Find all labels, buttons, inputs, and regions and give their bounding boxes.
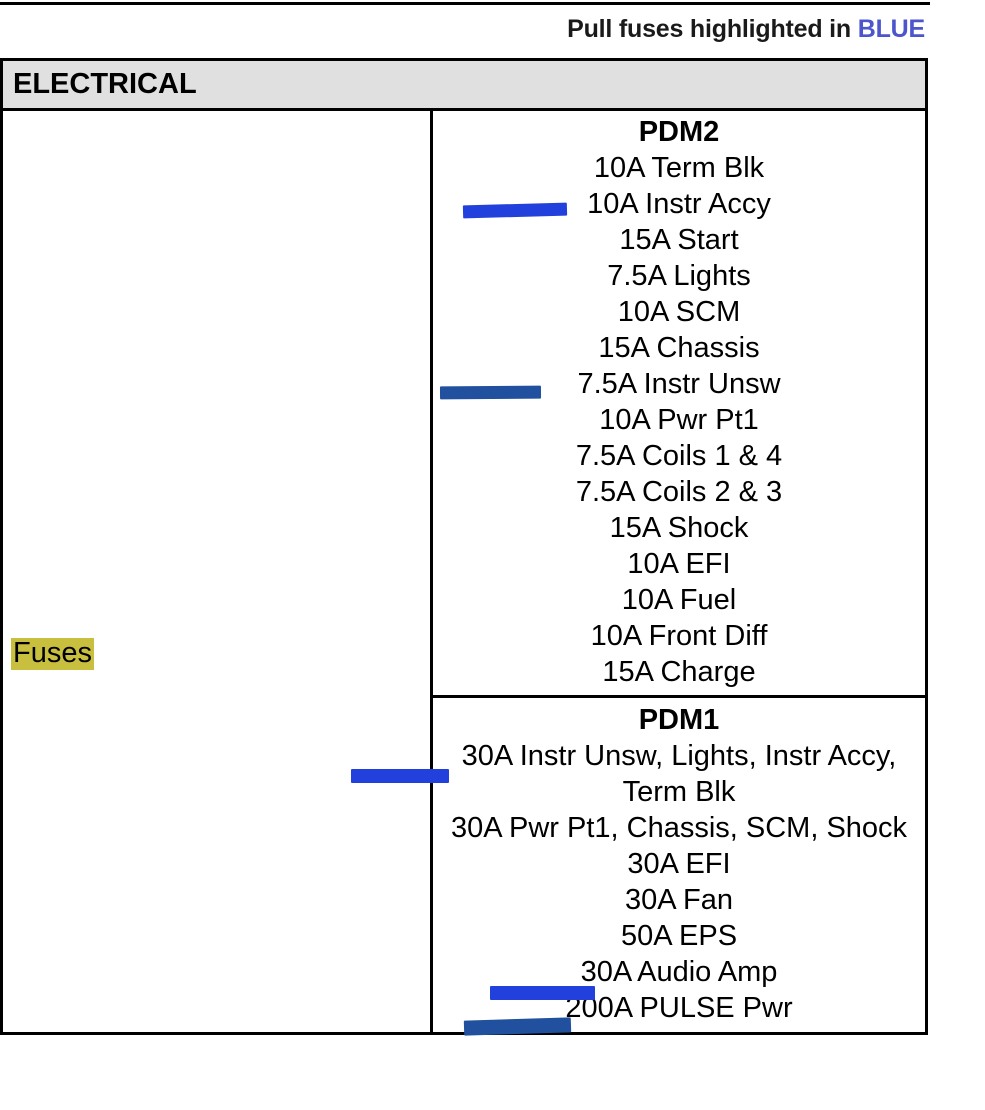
section-header-electrical: ELECTRICAL (3, 61, 925, 111)
category-label-fuses: Fuses (11, 637, 94, 670)
highlight-marker-instr-unsw (439, 385, 542, 400)
fuse-line: 15A Shock (609, 512, 749, 544)
fuse-line: 10A SCM (617, 296, 741, 328)
fuse-line: 15A Chassis (598, 332, 760, 364)
highlight-marker-pdm1-instr-unsw (351, 769, 449, 783)
module-block-pdm2: PDM2 10A Term Blk 10A Instr Accy 15A Sta… (433, 111, 925, 698)
page-top-rule (0, 2, 930, 5)
fuse-line: 7.5A Coils 2 & 3 (575, 476, 783, 508)
caption-blue-word: BLUE (857, 15, 925, 43)
fuse-line: 7.5A Lights (607, 260, 751, 292)
fuse-line: 10A Front Diff (590, 620, 768, 652)
module-title-pdm1: PDM1 (638, 704, 720, 736)
fuse-line: 30A Audio Amp (580, 956, 778, 988)
fuse-line: 10A Instr Accy (587, 188, 771, 220)
fuse-line: 10A Pwr Pt1 (599, 404, 759, 436)
fuse-line: 30A Pwr Pt1, Chassis, SCM, Shock (450, 812, 908, 844)
electrical-fuse-table: ELECTRICAL Fuses PDM2 10A Term Blk 10A I… (0, 58, 928, 1035)
left-category-cell: Fuses (3, 111, 433, 1032)
fuse-line: 15A Charge (602, 656, 756, 688)
fuse-line: 30A Instr Unsw, Lights, Instr Accy, Term… (461, 740, 897, 808)
module-block-pdm1: PDM1 30A Instr Unsw, Lights, Instr Accy,… (433, 698, 925, 1032)
fuse-line: 30A Fan (624, 884, 734, 916)
fuse-line: 10A Fuel (621, 584, 737, 616)
fuse-line: 10A Term Blk (593, 152, 765, 184)
caption-prefix-text: Pull fuses highlighted in (567, 15, 858, 43)
instruction-caption: Pull fuses highlighted in BLUE (0, 15, 925, 44)
fuse-line: 7.5A Instr Unsw (577, 368, 781, 400)
section-header-label: ELECTRICAL (13, 68, 197, 100)
fuse-line: 30A EFI (627, 848, 731, 880)
module-title-pdm2: PDM2 (638, 116, 720, 148)
fuse-line: 50A EPS (620, 920, 738, 952)
fuse-line: 10A EFI (627, 548, 731, 580)
table-body-row: Fuses PDM2 10A Term Blk 10A Instr Accy 1… (3, 111, 925, 1032)
fuse-line: 200A PULSE Pwr (565, 992, 793, 1024)
right-modules-cell: PDM2 10A Term Blk 10A Instr Accy 15A Sta… (433, 111, 925, 1032)
highlight-marker-eps (490, 986, 595, 1000)
fuse-line: 7.5A Coils 1 & 4 (575, 440, 783, 472)
fuse-line: 15A Start (619, 224, 739, 256)
